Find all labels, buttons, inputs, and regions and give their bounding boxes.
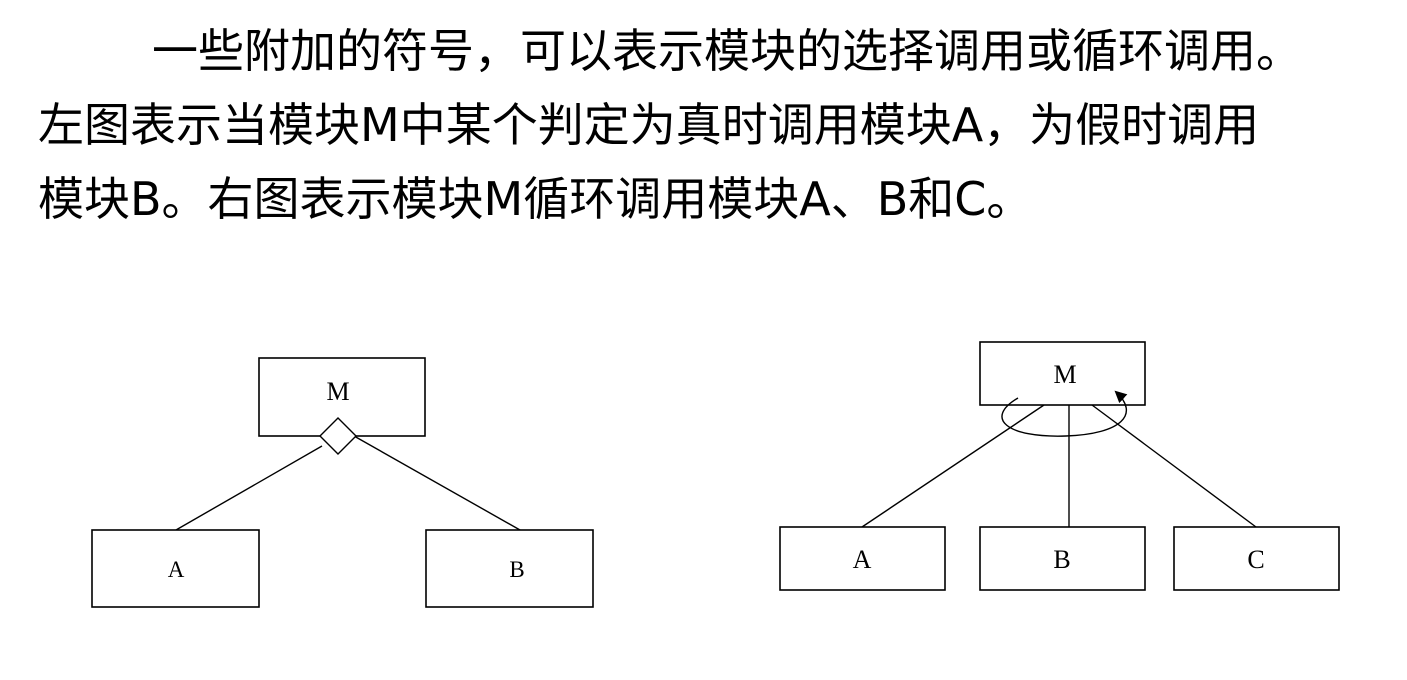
selection-call-diagram: M A B (91, 357, 594, 608)
module-a-box: A (779, 526, 946, 591)
loop-call-diagram: M A B C (779, 341, 1340, 591)
module-m-label: M (326, 377, 349, 406)
edge-m-to-a (175, 445, 323, 531)
module-b-box: B (979, 526, 1146, 591)
selection-diamond-icon (319, 417, 357, 455)
module-a-label: A (853, 545, 872, 574)
description-paragraph: 一些附加的符号，可以表示模块的选择调用或循环调用。 左图表示当模块M中某个判定为… (38, 14, 1378, 236)
paragraph-line-3: 模块B。右图表示模块M循环调用模块A、B和C。 (38, 172, 1033, 226)
loop-arrow-icon (1001, 390, 1128, 437)
module-c-box: C (1173, 526, 1340, 591)
module-m-label: M (1053, 360, 1076, 389)
module-m-box: M (258, 357, 426, 437)
module-b-label: B (509, 557, 524, 582)
paragraph-line-1: 一些附加的符号，可以表示模块的选择调用或循环调用。 (152, 24, 1302, 78)
module-a-label: A (168, 557, 185, 582)
edge-m-to-a (861, 404, 1045, 528)
edge-m-to-b (353, 435, 521, 531)
paragraph-line-2: 左图表示当模块M中某个判定为真时调用模块A，为假时调用 (38, 98, 1260, 152)
module-b-label: B (1053, 545, 1070, 574)
module-b-box: B (425, 529, 594, 608)
module-a-box: A (91, 529, 260, 608)
module-c-label: C (1247, 545, 1264, 574)
edge-m-to-c (1091, 404, 1257, 528)
